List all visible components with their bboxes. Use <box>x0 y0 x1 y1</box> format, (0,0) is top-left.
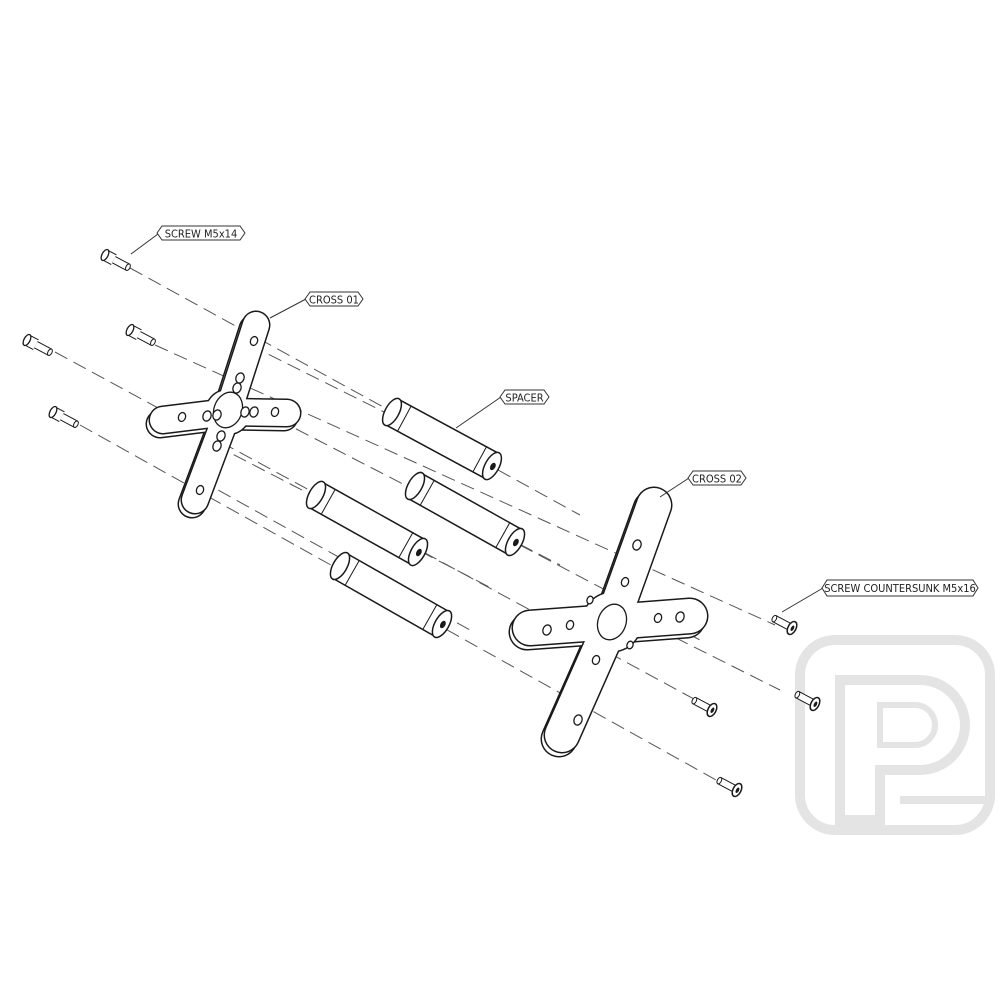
screw-countersunk-m5x16 <box>794 690 821 712</box>
spacer-bore <box>489 462 496 471</box>
mount-hole <box>202 410 212 422</box>
screw-m5x14 <box>22 333 53 356</box>
mount-hole <box>232 382 242 394</box>
mount-hole <box>270 406 280 418</box>
mount-hole <box>573 714 583 726</box>
mount-hole <box>212 409 222 421</box>
label-screw-countersunk: SCREW COUNTERSUNK M5x16 <box>781 579 979 613</box>
mount-hole <box>596 603 628 641</box>
mount-hole <box>195 484 205 496</box>
hex-socket-icon <box>813 701 818 707</box>
parts <box>22 248 821 798</box>
axis-lines <box>54 267 781 786</box>
label-text: SPACER <box>505 392 543 405</box>
screw-countersunk-m5x16 <box>771 614 798 636</box>
mount-hole <box>653 612 663 624</box>
mount-hole <box>586 595 594 605</box>
mount-hole <box>212 440 222 452</box>
spacer-bore <box>512 538 519 547</box>
label-text: SCREW M5x14 <box>165 228 238 241</box>
spacer-part <box>381 397 503 481</box>
mount-hole <box>177 411 187 423</box>
dashed-axis-line <box>129 267 581 516</box>
mount-hole <box>565 619 575 631</box>
mount-hole <box>626 640 634 650</box>
mount-hole <box>249 406 259 418</box>
screw-m5x14 <box>125 323 156 346</box>
label-text: SCREW COUNTERSUNK M5x16 <box>824 582 976 595</box>
watermark-logo <box>795 635 995 835</box>
mount-hole <box>591 654 601 666</box>
spacer-bore <box>415 548 422 557</box>
label-screw-m5x14: SCREW M5x14 <box>130 225 246 255</box>
hex-socket-icon <box>710 707 715 713</box>
screw-m5x14 <box>100 248 131 271</box>
mount-hole <box>249 335 259 347</box>
spacer-bore <box>439 620 446 629</box>
label-cross-02: CROSS 02 <box>659 470 747 498</box>
spacer-part <box>404 471 526 557</box>
hex-socket-icon <box>790 625 795 631</box>
label-text: CROSS 01 <box>309 294 359 307</box>
spacer-part <box>329 551 453 639</box>
label-text: CROSS 02 <box>692 473 742 486</box>
mount-hole <box>620 576 630 588</box>
spacer-part <box>305 480 429 567</box>
dashed-axis-line <box>154 344 776 626</box>
mount-hole <box>542 624 552 636</box>
cross-01-plate <box>145 310 302 519</box>
mount-hole <box>240 406 250 418</box>
label-spacer: SPACER <box>455 389 550 429</box>
mount-hole <box>675 611 685 623</box>
cross-02-plate <box>508 486 709 758</box>
screw-countersunk-m5x16 <box>716 776 743 798</box>
label-cross-01: CROSS 01 <box>269 291 364 319</box>
hex-socket-icon <box>735 787 740 793</box>
mount-hole <box>632 539 642 551</box>
screw-m5x14 <box>48 405 79 428</box>
screw-countersunk-m5x16 <box>691 696 718 718</box>
